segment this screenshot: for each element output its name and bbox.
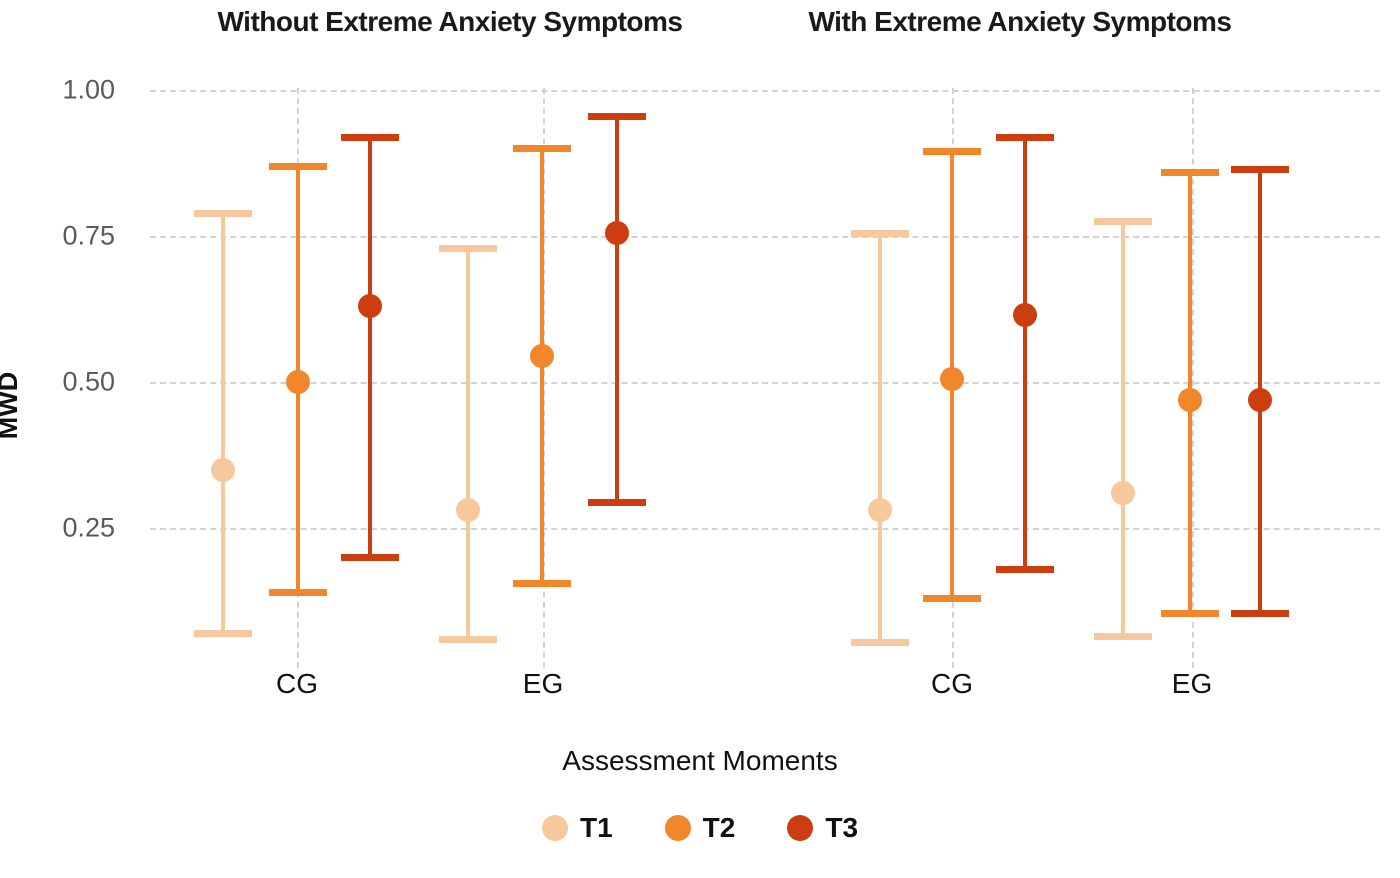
error-bar-lower-cap: [194, 630, 252, 638]
error-bar-stem: [368, 136, 372, 558]
error-bar-stem: [615, 116, 619, 502]
y-tick-label: 1.00: [62, 74, 115, 105]
x-tick-label-eg-1: EG: [522, 668, 564, 699]
estimate-point: [940, 367, 964, 392]
error-bar-upper-cap: [1094, 218, 1152, 226]
legend: T1 T2 T3: [0, 812, 1400, 844]
estimate-point: [605, 221, 629, 246]
error-bar-stem: [221, 212, 225, 634]
estimate-point: [211, 457, 235, 482]
error-bar-stem: [1121, 221, 1125, 637]
horizontal-gridline: [150, 528, 1380, 530]
error-bar-upper-cap: [194, 209, 252, 217]
estimate-point: [358, 294, 382, 319]
estimate-point: [1178, 387, 1202, 412]
x-tick-label-eg-3: EG: [1171, 668, 1213, 699]
legend-swatch-t1-icon: [541, 815, 568, 841]
legend-label: T3: [825, 812, 859, 843]
error-bar-lower-cap: [439, 635, 497, 643]
panel-title-right: With Extreme Anxiety Symptoms: [808, 6, 1233, 37]
horizontal-gridline: [150, 236, 1380, 238]
legend-item-t2[interactable]: T2: [664, 812, 736, 844]
vertical-gridline: [543, 88, 545, 668]
vertical-gridline: [1192, 88, 1194, 668]
estimate-point: [868, 498, 892, 523]
error-bar-lower-cap: [1231, 609, 1289, 617]
legend-item-t1[interactable]: T1: [541, 812, 613, 844]
estimate-point: [1013, 302, 1037, 327]
legend-label: T2: [702, 812, 736, 843]
error-bar-upper-cap: [996, 133, 1054, 141]
legend-label: T1: [579, 812, 613, 843]
y-tick-label: 0.50: [62, 366, 115, 397]
estimate-point: [456, 498, 480, 523]
legend-item-t3[interactable]: T3: [787, 812, 858, 844]
error-bar-upper-cap: [1161, 168, 1219, 176]
horizontal-gridline: [150, 90, 1380, 92]
x-axis-label: Assessment Moments: [562, 745, 838, 776]
error-bar-stem: [1023, 136, 1027, 569]
error-bar-upper-cap: [1231, 165, 1289, 173]
error-bar-lower-cap: [996, 565, 1054, 573]
error-bar-lower-cap: [851, 638, 909, 646]
error-bar-stem: [878, 233, 882, 642]
legend-swatch-t3-icon: [787, 815, 814, 841]
error-bar-lower-cap: [1094, 633, 1152, 641]
error-bar-lower-cap: [513, 580, 571, 588]
error-bar-lower-cap: [269, 589, 327, 597]
error-bar-upper-cap: [851, 230, 909, 238]
error-bar-lower-cap: [1161, 609, 1219, 617]
error-bar-upper-cap: [513, 145, 571, 153]
estimate-point: [286, 370, 310, 394]
horizontal-gridline: [150, 382, 1380, 384]
error-bar-upper-cap: [269, 162, 327, 170]
estimate-point: [1248, 387, 1272, 412]
y-tick-label: 0.75: [62, 220, 115, 251]
legend-swatch-t2-icon: [664, 815, 691, 841]
error-bar-lower-cap: [588, 498, 646, 506]
error-bar-upper-cap: [341, 133, 399, 141]
x-tick-label-cg-2: CG: [931, 668, 973, 699]
error-bar-upper-cap: [923, 148, 981, 156]
x-tick-label-cg-0: CG: [276, 668, 318, 699]
panel-title-left: Without Extreme Anxiety Symptoms: [217, 6, 683, 37]
estimate-point: [1111, 480, 1135, 505]
error-bar-lower-cap: [923, 595, 981, 603]
error-bar-upper-cap: [588, 113, 646, 121]
error-bar-lower-cap: [341, 554, 399, 562]
estimate-point: [530, 343, 554, 368]
error-bar-stem: [466, 247, 470, 639]
error-bar-upper-cap: [439, 244, 497, 252]
y-tick-label: 0.25: [62, 512, 115, 543]
